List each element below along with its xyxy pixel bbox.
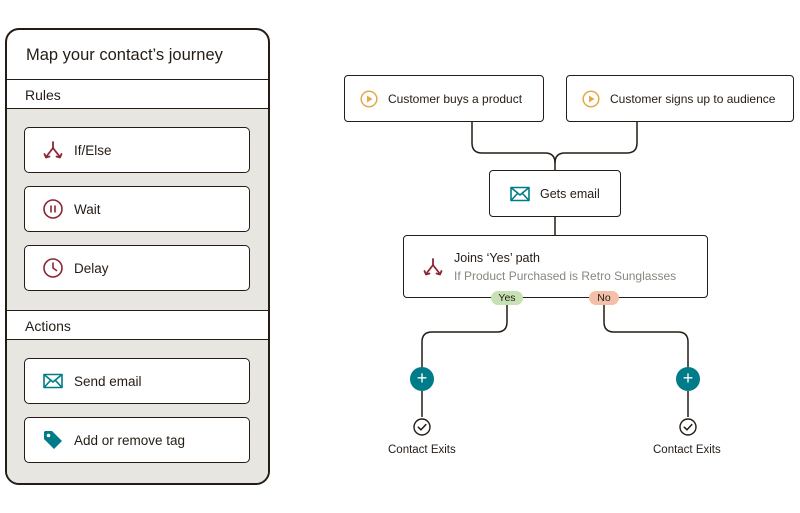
rule-label: Wait [74,201,101,217]
rules-list: If/Else Wait Delay [7,109,268,311]
pause-icon [42,198,64,220]
envelope-icon [510,186,530,202]
connector-trigger-2 [554,122,638,164]
rule-label: Delay [74,260,109,276]
split-path-icon [42,139,64,161]
connector-trigger-1 [471,122,556,170]
trigger-label: Customer buys a product [388,91,523,106]
email-step-label: Gets email [540,186,600,201]
trigger-label: Customer signs up to audience [610,91,776,106]
rule-delay[interactable]: Delay [24,245,250,291]
condition-text: Joins ‘Yes’ path If Product Purchased is… [454,251,676,283]
exit-label-no: Contact Exits [653,444,721,456]
play-circle-icon [360,89,378,108]
add-step-yes-button[interactable]: + [410,367,434,391]
plus-icon: + [416,368,428,388]
branch-yes-badge[interactable]: Yes [491,291,523,305]
envelope-icon [42,370,64,392]
clock-icon [42,257,64,279]
action-add-remove-tag[interactable]: Add or remove tag [24,417,250,463]
step-gets-email[interactable]: Gets email [489,170,621,217]
action-send-email[interactable]: Send email [24,358,250,404]
exit-label-yes: Contact Exits [388,444,456,456]
actions-header: Actions [7,311,268,340]
trigger-customer-signs-up[interactable]: Customer signs up to audience [566,75,794,122]
check-circle-icon [679,418,697,436]
plus-icon: + [682,368,694,388]
connector-no-branch [603,305,689,368]
panel-title: Map your contact’s journey [7,30,268,80]
add-step-no-button[interactable]: + [676,367,700,391]
condition-subtitle: If Product Purchased is Retro Sunglasses [454,268,677,283]
action-label: Send email [74,373,142,389]
action-label: Add or remove tag [74,432,186,448]
branch-no-badge[interactable]: No [589,291,619,305]
condition-title: Joins ‘Yes’ path [454,250,540,265]
journey-sidebar: Map your contact’s journey Rules If/Else… [5,28,270,485]
check-circle-icon [413,418,431,436]
rule-if-else[interactable]: If/Else [24,127,250,173]
actions-list: Send email Add or remove tag [7,340,268,483]
rules-header: Rules [7,80,268,109]
trigger-customer-buys[interactable]: Customer buys a product [344,75,544,122]
step-if-else-condition[interactable]: Joins ‘Yes’ path If Product Purchased is… [403,235,708,298]
rule-label: If/Else [74,142,112,158]
split-path-icon [422,256,444,278]
connector-yes-branch [421,305,508,368]
tag-icon [42,429,64,451]
rule-wait[interactable]: Wait [24,186,250,232]
play-circle-icon [582,89,600,108]
